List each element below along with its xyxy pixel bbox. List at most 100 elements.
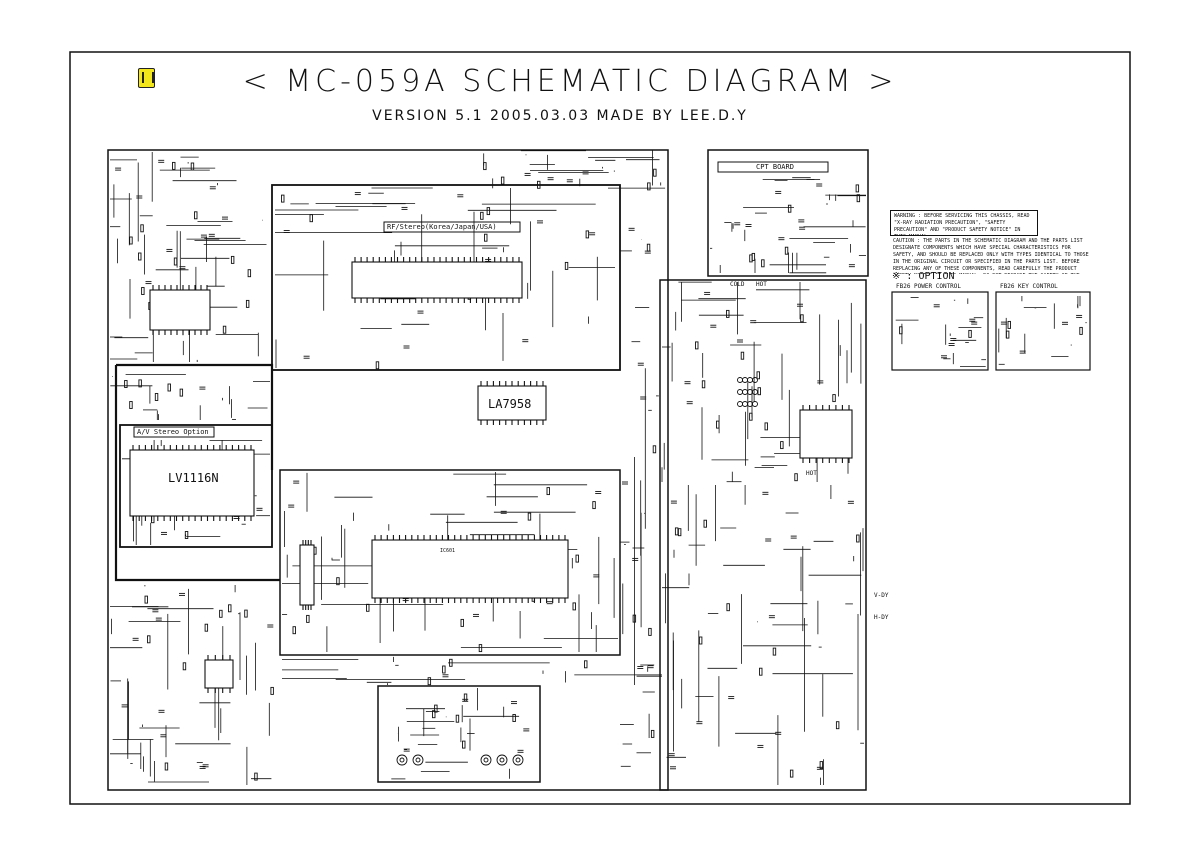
av-jack-center [499,757,505,763]
resistor [309,214,313,223]
resistor [138,379,142,388]
resistor [144,595,148,604]
resistor [292,626,296,635]
av-jack [412,754,424,766]
resistor [480,211,484,220]
resistor [761,259,765,268]
resistor [674,527,679,536]
resistor [432,710,436,719]
hot-label-lower: HOT [806,470,817,477]
ic-la7958-label: LA7958 [488,397,532,411]
coil-turn [737,401,743,407]
resistor [254,772,258,781]
resistor [270,686,274,695]
resistor [124,380,128,388]
ic-lv1116n-body [129,449,255,517]
resistor [204,623,209,632]
resistor [460,618,464,627]
resistor [800,314,804,323]
cpt-board-frame [707,149,869,277]
resistor [789,769,794,778]
resistor [819,761,824,770]
resistor [592,501,596,510]
resistor [228,604,232,613]
resistor [652,445,657,454]
resistor [527,512,532,521]
resistor [968,329,972,338]
ic-main-label: IC601 [440,548,456,554]
power-control-label: FB26 POWER CONTROL [896,283,962,290]
resistor [434,704,438,713]
resistor [1007,320,1011,329]
resistor [756,371,760,380]
hot-label: HOT [756,281,767,288]
resistor [129,401,133,409]
resistor [780,441,784,450]
av-jack-center [515,757,521,763]
resistor [484,233,488,242]
ic-power-body [799,409,853,459]
resistor [794,473,798,482]
resistor [899,326,903,335]
resistor [585,230,590,239]
av-jack [512,754,524,766]
resistor [537,180,541,189]
av-stereo-label: A/V Stereo Option [137,428,209,436]
resistor [449,658,453,667]
coil-turn [742,401,748,407]
diagram-title: < MC-059A SCHEMATIC DIAGRAM > [242,64,898,99]
resistor [141,287,145,295]
resistor [463,693,468,702]
av-jack [496,754,508,766]
resistor [244,609,248,618]
resistor [575,554,579,563]
resistor [427,677,432,686]
resistor [247,269,252,278]
resistor [222,325,227,334]
power-frame [659,279,867,791]
resistor [856,194,861,203]
resistor [835,721,840,730]
ic-tuner-body [149,289,211,331]
resistor [716,420,720,429]
resistor [483,162,487,171]
resistor [759,667,763,676]
resistor [129,236,133,245]
ic-rf-body [351,261,523,299]
resistor [219,609,223,618]
resistor [726,309,730,318]
key-control-label: FB26 KEY CONTROL [1000,283,1058,290]
coil-turn [752,377,758,383]
coil-turn [742,377,748,383]
resistor [695,341,699,350]
av-jack [396,754,408,766]
coil-turn [752,401,758,407]
resistor [281,194,285,203]
resistor [1079,326,1083,335]
resistor [182,662,187,671]
ic-eeprom-body [204,659,234,689]
ic-main-body [371,539,569,599]
coil-turn [747,377,753,383]
coil-turn [752,389,758,395]
cold-label: COLD [730,281,745,288]
resistor [632,614,637,623]
resistor [306,614,310,623]
resistor [546,487,550,496]
resistor [564,261,569,270]
resistor [245,299,250,308]
av-jack-center [399,757,405,763]
rf-stereo-label: RF/Stereo(Korea/Japan/USA) [387,223,497,231]
key-control-box [995,291,1091,371]
resistor [184,531,189,539]
resistor [772,647,777,656]
av-stereo-frame [119,424,273,548]
resistor [230,255,235,264]
ic-lv1116n-label: LV1116N [168,471,219,485]
resistor [572,602,576,611]
av-jack [480,754,492,766]
resistor [164,762,169,771]
resistor [173,257,178,266]
